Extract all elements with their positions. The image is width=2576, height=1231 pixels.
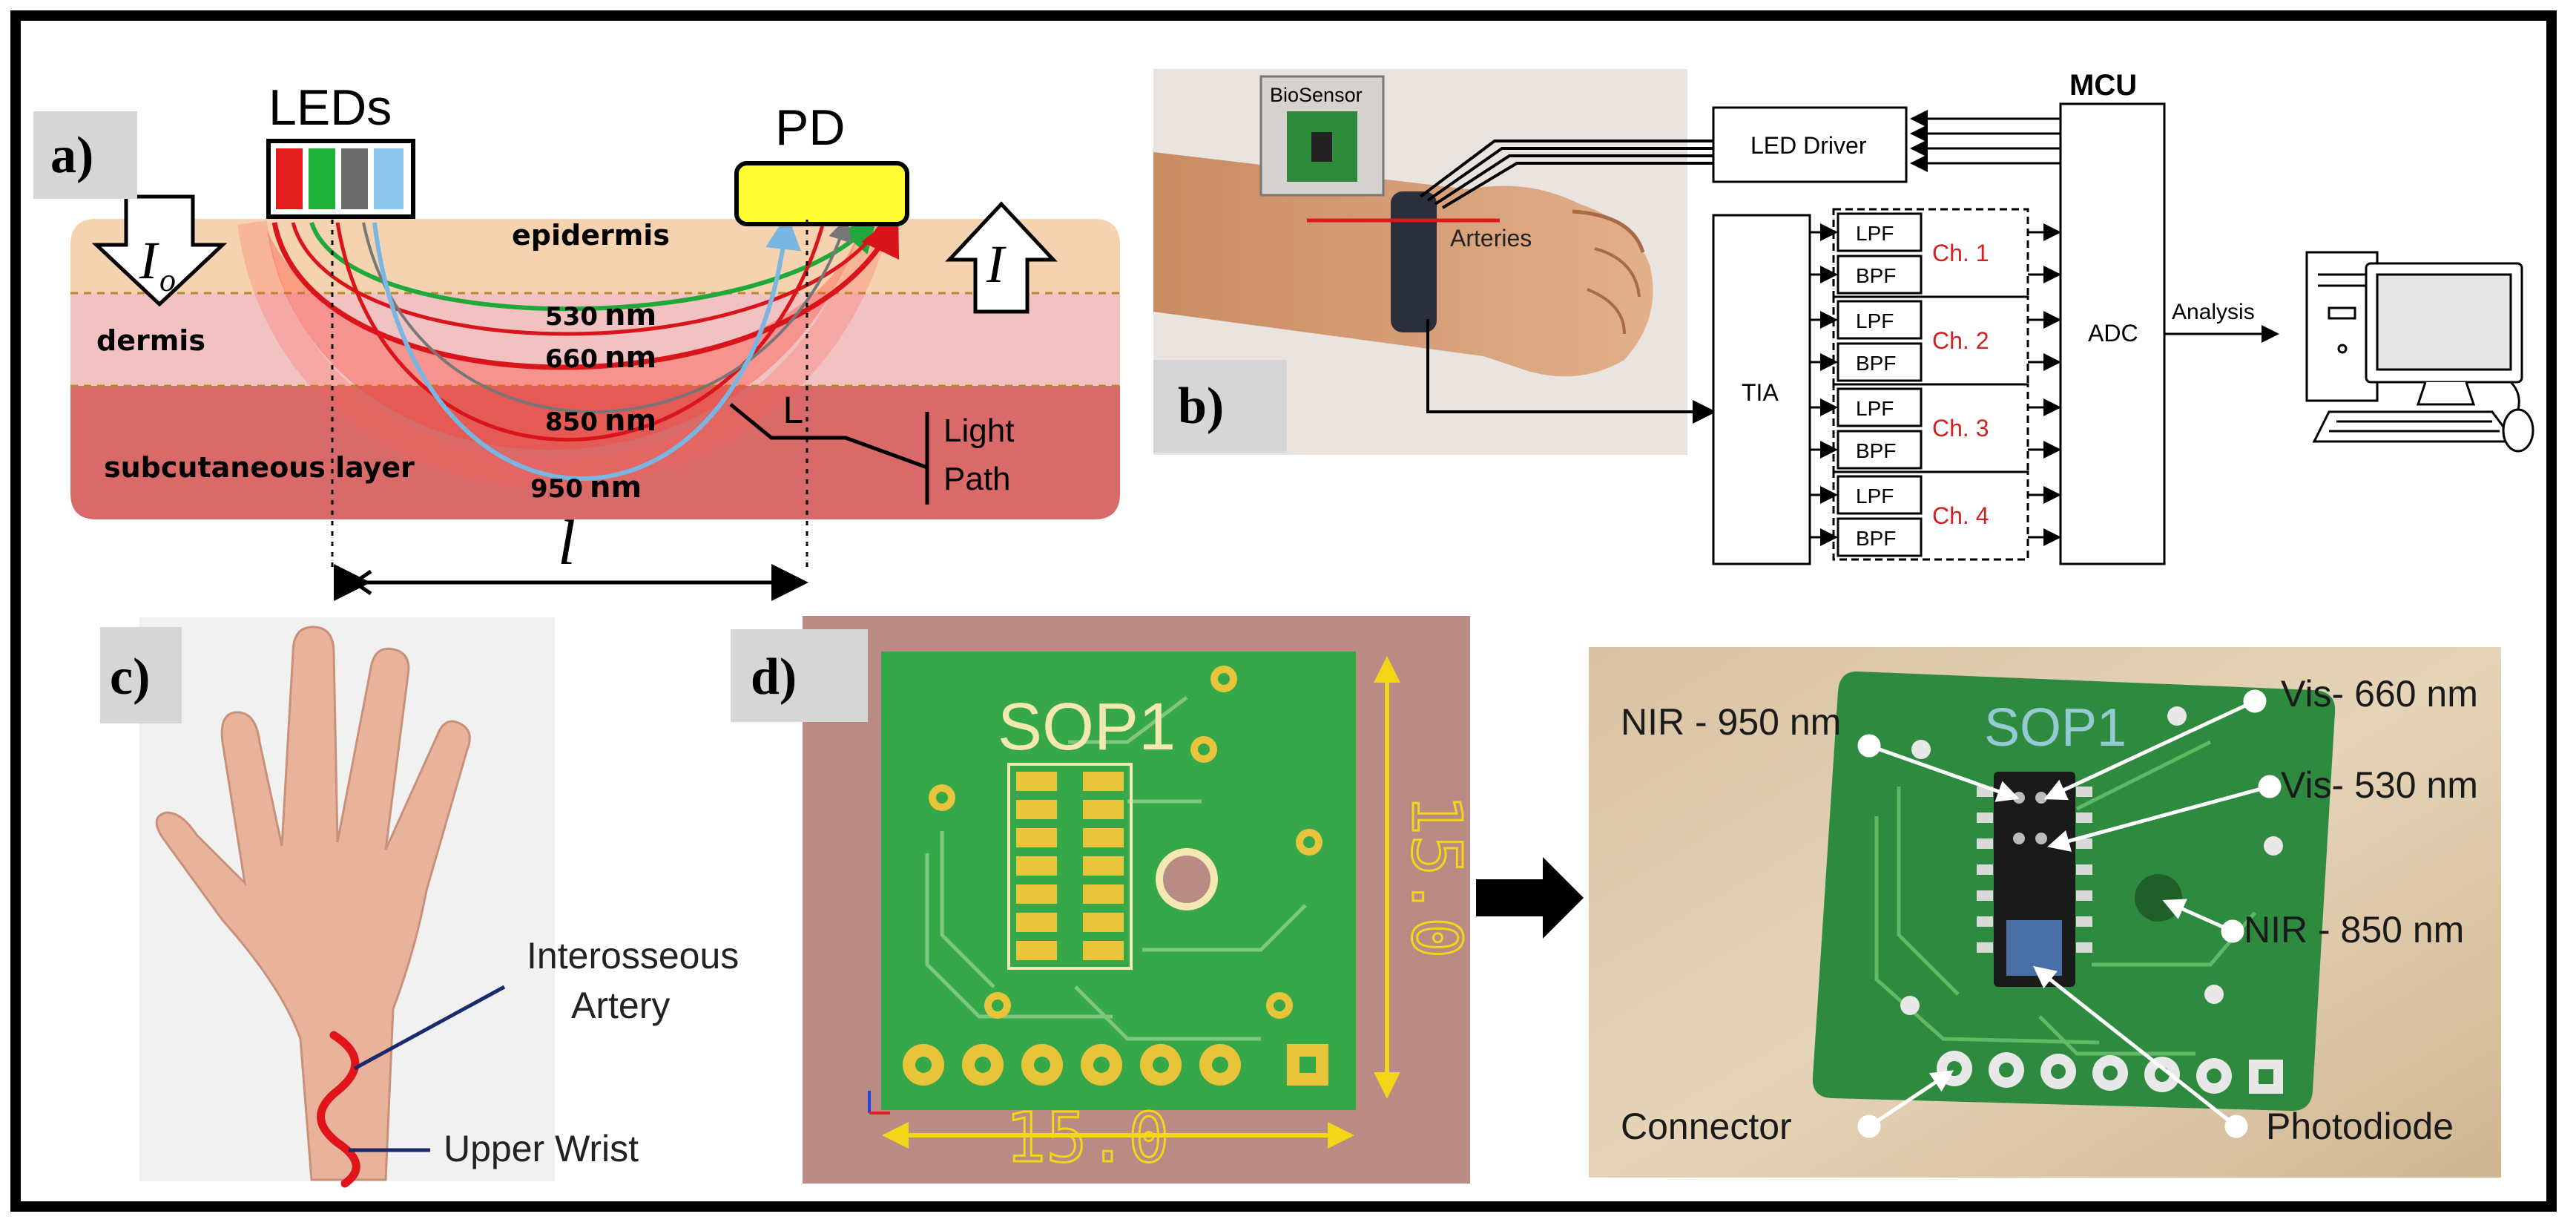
- wavelength-950: 950 nm: [530, 470, 642, 505]
- biosensor-label: BioSensor: [1270, 84, 1363, 106]
- label-photodiode: Photodiode: [2266, 1106, 2454, 1147]
- artery-label-2: Artery: [571, 985, 670, 1026]
- pcb-layout-chip-label: SOP1: [998, 690, 1176, 764]
- incident-arrow: [91, 194, 228, 307]
- light-path-pointer: [729, 403, 928, 470]
- svg-text:BPF: BPF: [1856, 264, 1896, 287]
- svg-text:Ch. 2: Ch. 2: [1932, 327, 1989, 354]
- panel-d-label: d): [751, 649, 797, 706]
- distance-symbol: l: [558, 507, 576, 578]
- led-blue: [374, 148, 403, 209]
- dermis-label: dermis: [96, 324, 205, 357]
- svg-text:Ch. 4: Ch. 4: [1932, 502, 1989, 529]
- channel-1: LPF BPF Ch. 1: [1810, 208, 2061, 298]
- svg-text:660: 660: [545, 344, 598, 374]
- label-vis-530: Vis- 530 nm: [2281, 764, 2478, 806]
- mcu-to-driver-arrows: [1910, 110, 2061, 172]
- tia-label: TIA: [1742, 379, 1779, 406]
- transition-arrow: [1476, 857, 1584, 939]
- tia-box: [1712, 214, 1811, 565]
- label-vis-660: Vis- 660 nm: [2281, 673, 2478, 715]
- io-symbol: I: [139, 231, 159, 290]
- led-gray: [341, 148, 368, 209]
- label-connector: Connector: [1621, 1106, 1792, 1147]
- svg-text:LPF: LPF: [1856, 309, 1894, 332]
- light-glow: [267, 230, 860, 450]
- panel-a-label: a): [50, 127, 93, 184]
- artery-label-1: Interosseous: [527, 935, 739, 976]
- leds-label: LEDs: [269, 79, 392, 136]
- channel-3: LPF BPF Ch. 3: [1810, 383, 2061, 473]
- svg-text:nm: nm: [605, 298, 656, 332]
- i-symbol: I: [986, 234, 1007, 294]
- svg-text:nm: nm: [605, 404, 656, 438]
- path-850-gray: [362, 217, 851, 413]
- light-path-label-1: Light: [943, 413, 1014, 449]
- label-nir-950: NIR - 950 nm: [1621, 701, 1841, 743]
- pcb-layout-header-pins: [903, 1044, 1328, 1086]
- svg-text:LPF: LPF: [1856, 485, 1894, 508]
- arteries-label: Arteries: [1450, 225, 1532, 252]
- panel-a: LEDs PD I o I epidermis dermis subcutane…: [33, 79, 1120, 601]
- epidermis-label: epidermis: [512, 219, 670, 252]
- pd-label: PD: [775, 99, 845, 156]
- dim-horizontal-label: 15.0: [1005, 1098, 1170, 1178]
- pcb-photo-chip-label: SOP1: [1984, 698, 2127, 758]
- path-850: [335, 222, 826, 441]
- io-subscript: o: [159, 262, 176, 298]
- channel-2: LPF BPF Ch. 2: [1810, 295, 2061, 386]
- label-nir-850: NIR - 850 nm: [2244, 909, 2464, 951]
- svg-text:nm: nm: [605, 341, 656, 375]
- panel-b-label: b): [1178, 378, 1224, 435]
- svg-text:Ch. 3: Ch. 3: [1932, 415, 1989, 441]
- path-letter: L: [783, 390, 803, 432]
- panel-c-label: c): [110, 649, 150, 706]
- wrist-band: [1391, 191, 1437, 332]
- led-green: [309, 148, 335, 209]
- svg-text:950: 950: [530, 474, 583, 504]
- computer-icon: [2305, 251, 2534, 453]
- pcb-layout-pads: [1016, 772, 1124, 960]
- wavelength-660: 660 nm: [545, 341, 656, 375]
- photodetector: [734, 161, 909, 226]
- dim-vertical-label: 15.0: [1397, 794, 1476, 959]
- pcb-layout-vias: [929, 666, 1322, 1019]
- path-660: [271, 213, 899, 370]
- analysis-label: Analysis: [2172, 300, 2255, 324]
- svg-text:BPF: BPF: [1856, 527, 1896, 550]
- subcutaneous-label: subcutaneous layer: [104, 451, 415, 484]
- pcb-photo-header-pins: [1937, 1051, 2283, 1094]
- channel-4: LPF BPF Ch. 4: [1810, 470, 2061, 561]
- led-red: [276, 148, 303, 209]
- hand: [155, 626, 471, 1181]
- reflected-arrow: [945, 201, 1058, 314]
- wrist-label: Upper Wrist: [444, 1128, 639, 1169]
- svg-text:850: 850: [545, 407, 598, 437]
- svg-text:BPF: BPF: [1856, 352, 1896, 375]
- panel-d: SOP1 1: [731, 616, 2501, 1184]
- path-950: [372, 214, 801, 481]
- pcb-layout-board: [881, 651, 1356, 1110]
- panel-b: Arteries BioSensor LED Driver TIA LPF B: [1153, 69, 2534, 565]
- svg-text:nm: nm: [590, 470, 642, 505]
- panel-c: Interosseous Artery Upper Wrist c): [100, 617, 739, 1188]
- svg-text:530: 530: [545, 302, 598, 332]
- light-path-label-2: Path: [943, 461, 1011, 497]
- wavelength-530: 530 nm: [545, 298, 656, 332]
- svg-text:LPF: LPF: [1856, 397, 1894, 420]
- led-driver-box: [1712, 106, 1908, 183]
- mcu-label: MCU: [2069, 69, 2137, 102]
- interosseous-artery-icon: [317, 1031, 360, 1188]
- svg-text:BPF: BPF: [1856, 439, 1896, 462]
- wavelength-850: 850 nm: [545, 404, 656, 438]
- svg-text:LPF: LPF: [1856, 222, 1894, 245]
- adc-label: ADC: [2088, 320, 2138, 347]
- led-driver-label: LED Driver: [1750, 132, 1867, 159]
- svg-text:Ch. 1: Ch. 1: [1932, 240, 1989, 266]
- pcb-photo-vias: [1900, 706, 2283, 1015]
